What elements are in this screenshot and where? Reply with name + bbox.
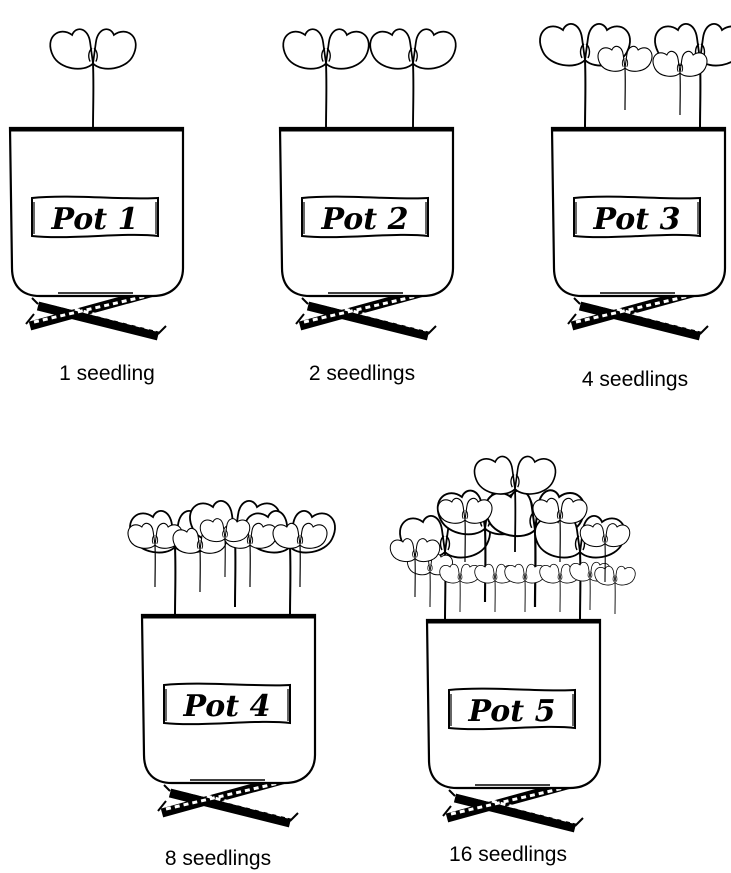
seedling bbox=[282, 28, 370, 131]
pot-1: Pot 1 bbox=[10, 28, 183, 336]
pot-2: Pot 2 bbox=[280, 28, 457, 336]
pot-label: Pot 2 bbox=[321, 202, 409, 237]
pot-label: Pot 3 bbox=[593, 202, 681, 237]
caption-pot-2: 2 seedlings bbox=[308, 362, 416, 385]
pot-4: Pot 4 bbox=[127, 499, 337, 823]
seedling bbox=[49, 28, 137, 131]
seedling bbox=[594, 565, 636, 615]
caption-pot-1: 1 seedling bbox=[59, 362, 155, 385]
caption-pot-3: 4 seedlings bbox=[581, 368, 689, 391]
pot-label: Pot 4 bbox=[183, 689, 271, 724]
seedling bbox=[369, 28, 457, 131]
pot-3: Pot 3 bbox=[538, 22, 731, 336]
caption-pot-4: 8 seedlings bbox=[164, 847, 272, 870]
seedling bbox=[538, 22, 632, 131]
seedling bbox=[653, 22, 731, 131]
caption-pot-5: 16 seedlings bbox=[449, 843, 567, 866]
seedling bbox=[504, 563, 546, 613]
pot-label: Pot 5 bbox=[468, 694, 556, 729]
pot-label: Pot 1 bbox=[51, 202, 139, 237]
pot-5: Pot 5 bbox=[389, 455, 636, 828]
